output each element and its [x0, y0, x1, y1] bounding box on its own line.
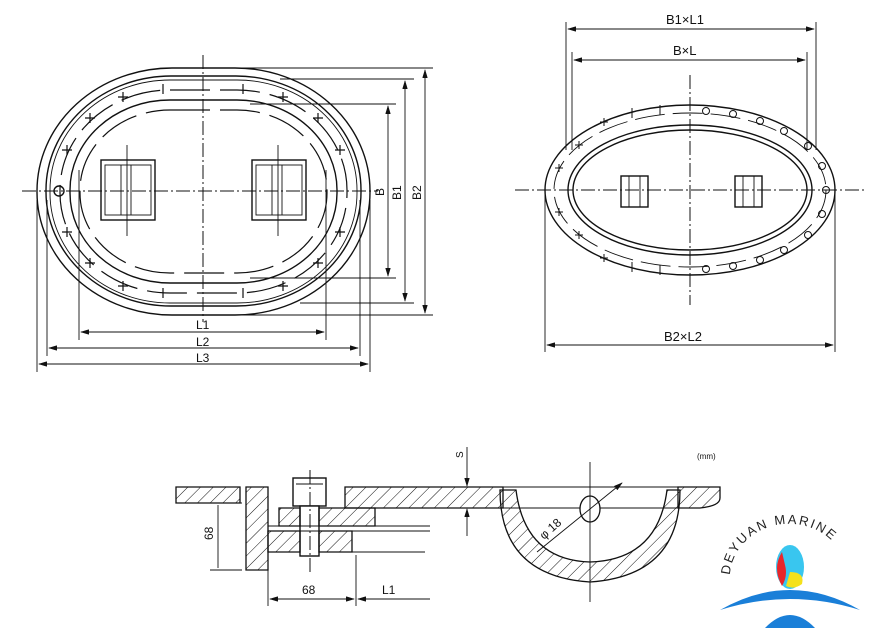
- clamp-left: [278, 507, 301, 527]
- dim-label-b2xl2: B2×L2: [664, 329, 702, 344]
- bolt-marks: [62, 84, 345, 298]
- logo-panel: DEYUAN MARINE: [690, 510, 879, 628]
- dim-label-b1xl1: B1×L1: [666, 12, 704, 27]
- dim-label-L1: L1: [196, 318, 210, 332]
- dim-label-L2: L2: [196, 335, 210, 349]
- bolt-holes: [702, 107, 830, 273]
- dimension-B2xL2: B2×L2: [544, 190, 836, 352]
- deck-plate: [175, 486, 241, 504]
- length-dim-label: L1: [382, 583, 396, 597]
- flange-left: [267, 530, 301, 553]
- dimension-B2: B2: [203, 67, 433, 316]
- height-dim-label: 68: [202, 526, 216, 540]
- dimension-L1: L1: [78, 170, 327, 340]
- plan-view-left: B B1 B2 L1 L2 L3: [22, 55, 433, 372]
- unit-label: (mm): [697, 452, 716, 461]
- coaming-wall: [245, 486, 269, 571]
- dimension-BxL: B×L: [571, 43, 808, 150]
- dim-label-bxl: B×L: [673, 43, 697, 58]
- dimension-L3: L3: [36, 200, 371, 372]
- deyuan-marine-logo: DEYUAN MARINE: [718, 512, 860, 628]
- handle-left: [620, 175, 649, 208]
- bolt-marks: [555, 105, 661, 275]
- flange-right: [318, 530, 353, 553]
- cover-dish: [499, 489, 681, 583]
- dimension-B1xL1: B1×L1: [565, 12, 817, 150]
- thickness-label: S: [455, 451, 466, 458]
- cover-plate: [344, 486, 504, 509]
- plan-view-right: B1×L1 B×L B2×L2: [515, 12, 865, 352]
- hole-diameter-label: φ 18: [537, 515, 565, 542]
- dim-label-B: B: [373, 188, 387, 196]
- width-dim-label: 68: [302, 583, 316, 597]
- dim-label-L3: L3: [196, 351, 210, 365]
- section-view: (mm) φ 18 S 68: [175, 447, 721, 606]
- dim-label-B1: B1: [390, 185, 404, 200]
- clamp-right: [318, 507, 376, 527]
- dimension-B1: B1: [280, 78, 414, 304]
- dim-label-B2: B2: [410, 185, 424, 200]
- dimension-L2: L2: [46, 200, 361, 356]
- handle-right: [734, 175, 763, 208]
- cover-edge-right: [677, 486, 721, 509]
- logo-wave-icon: [720, 590, 860, 610]
- dimension-B: B: [250, 103, 396, 279]
